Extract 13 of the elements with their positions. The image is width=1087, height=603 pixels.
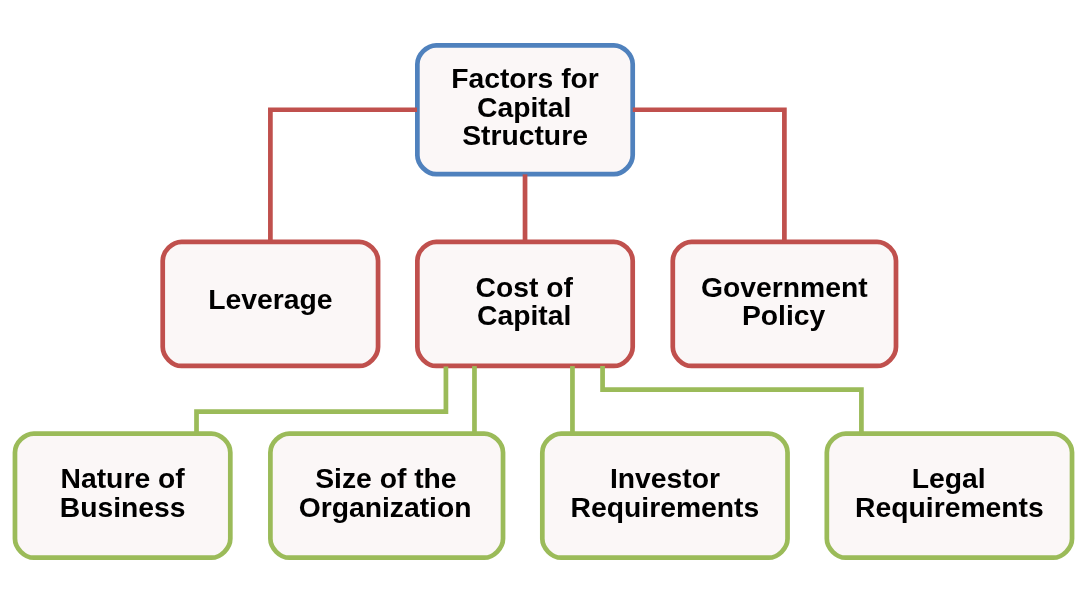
node-box: Investor Requirements: [539, 431, 790, 561]
node-box: Government Policy: [670, 239, 899, 369]
node-box: Nature of Business: [12, 431, 233, 561]
node-box: Factors for Capital Structure: [415, 42, 636, 177]
connector: [632, 107, 787, 242]
connector: [570, 366, 575, 433]
node-box: Legal Requirements: [824, 431, 1075, 561]
connector: [522, 174, 528, 242]
node-box: Leverage: [160, 239, 381, 369]
node-box: Cost of Capital: [415, 239, 636, 369]
connector: [268, 107, 418, 242]
connector: [472, 366, 477, 433]
node-box: Size of the Organization: [268, 431, 506, 561]
